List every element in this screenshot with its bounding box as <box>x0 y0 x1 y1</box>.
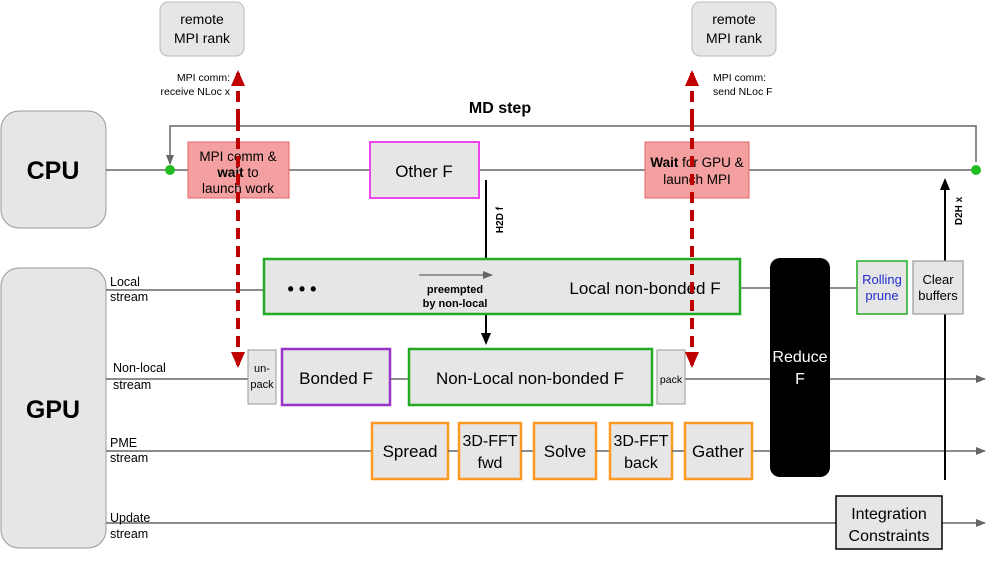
integration-line2: Constraints <box>849 528 930 545</box>
pack-task: pack <box>656 349 686 405</box>
mpi-comm-wait-rest: to <box>244 165 259 180</box>
wait-gpu-line2: launch MPI <box>663 172 731 187</box>
update-stream-label-line1: Update <box>110 511 150 525</box>
cpu-block: CPU <box>0 110 107 229</box>
clear-buffers-line2: buffers <box>918 288 958 303</box>
gpu-block: GPU <box>0 267 107 549</box>
clear-buffers-line1: Clear <box>922 272 954 287</box>
preempted-line2: by non-local <box>423 298 488 310</box>
reduce-f-line2: F <box>795 371 805 388</box>
rolling-prune-line2: prune <box>865 288 898 303</box>
unpack-line1: un- <box>254 363 270 375</box>
mpi-comm-wait-line3: launch work <box>202 181 274 196</box>
spread-label: Spread <box>383 442 438 461</box>
rolling-prune-task: Rolling prune <box>856 260 908 315</box>
gather-task: Gather <box>683 421 754 481</box>
local-stream-label-line2: stream <box>110 290 148 304</box>
reduce-f-line1: Reduce <box>772 349 827 366</box>
fft-fwd-line2: fwd <box>478 455 503 472</box>
wait-gpu-task: Wait for GPU & launch MPI <box>644 141 750 199</box>
cpu-label: CPU <box>27 157 80 185</box>
mpi-receive-note-line1: MPI comm: <box>177 72 230 84</box>
md-step-title: MD step <box>469 100 531 117</box>
ellipsis-label: • • • <box>288 279 317 299</box>
cpu-step-end-dot <box>971 165 981 175</box>
wait-gpu-line1: Wait for GPU & <box>650 155 743 170</box>
local-nonbonded-task: • • • Local non-bonded F <box>262 257 742 316</box>
rolling-prune-line1: Rolling <box>862 272 902 287</box>
solve-label: Solve <box>544 442 587 461</box>
gather-label: Gather <box>692 442 744 461</box>
pme-stream-label-line2: stream <box>110 451 148 465</box>
pme-stream-label-line1: PME <box>110 436 137 450</box>
unpack-line2: pack <box>250 379 274 391</box>
remote-rank-left-line1: remote <box>180 11 224 27</box>
wait-gpu-bold: Wait <box>650 155 678 170</box>
wait-gpu-rest: for GPU & <box>678 155 743 170</box>
fft-back-line2: back <box>624 455 659 472</box>
other-f-label: Other F <box>395 162 453 181</box>
fft-back-task: 3D-FFT back <box>608 421 674 481</box>
pack-label: pack <box>660 374 683 386</box>
fft-back-line1: 3D-FFT <box>613 433 668 450</box>
nonlocal-stream-label-line2: stream <box>113 378 151 392</box>
cpu-step-start-dot <box>165 165 175 175</box>
bonded-f-label: Bonded F <box>299 369 373 388</box>
integration-line1: Integration <box>851 506 927 523</box>
integration-constraints-task: Integration Constraints <box>835 495 943 550</box>
nonlocal-nonbonded-task: Non-Local non-bonded F <box>407 347 654 407</box>
remote-rank-left-line2: MPI rank <box>174 30 231 46</box>
remote-rank-right-line2: MPI rank <box>706 30 763 46</box>
fft-fwd-task: 3D-FFT fwd <box>457 421 523 481</box>
remote-mpi-rank-right: remote MPI rank <box>691 1 777 57</box>
fft-fwd-line1: 3D-FFT <box>462 433 517 450</box>
unpack-task: un- pack <box>247 349 277 405</box>
solve-task: Solve <box>532 421 598 481</box>
gpu-label: GPU <box>26 396 80 424</box>
remote-mpi-rank-left: remote MPI rank <box>159 1 245 57</box>
md-step-loop-arrow <box>166 125 977 165</box>
mpi-receive-note-line2: receive NLoc x <box>161 86 231 98</box>
preempted-line1: preempted <box>427 284 483 296</box>
mpi-send-note-line1: MPI comm: <box>713 72 766 84</box>
mpi-comm-wait-task: MPI comm & wait to launch work <box>187 141 290 199</box>
spread-task: Spread <box>370 421 450 481</box>
clear-buffers-task: Clear buffers <box>912 260 964 315</box>
d2h-label: D2H x <box>954 196 965 225</box>
bonded-f-task: Bonded F <box>280 347 392 407</box>
nonlocal-stream-label-line1: Non-local <box>113 361 166 375</box>
other-f-task: Other F <box>369 141 480 199</box>
local-nonbonded-label: Local non-bonded F <box>569 279 720 298</box>
update-stream-label-line2: stream <box>110 527 148 541</box>
mpi-send-note-line2: send NLoc F <box>713 86 773 98</box>
reduce-f-task: Reduce F <box>770 258 830 477</box>
local-stream-label-line1: Local <box>110 275 140 289</box>
h2d-label: H2D f <box>495 206 506 233</box>
nonlocal-nonbonded-label: Non-Local non-bonded F <box>436 369 624 388</box>
remote-rank-right-line1: remote <box>712 11 756 27</box>
